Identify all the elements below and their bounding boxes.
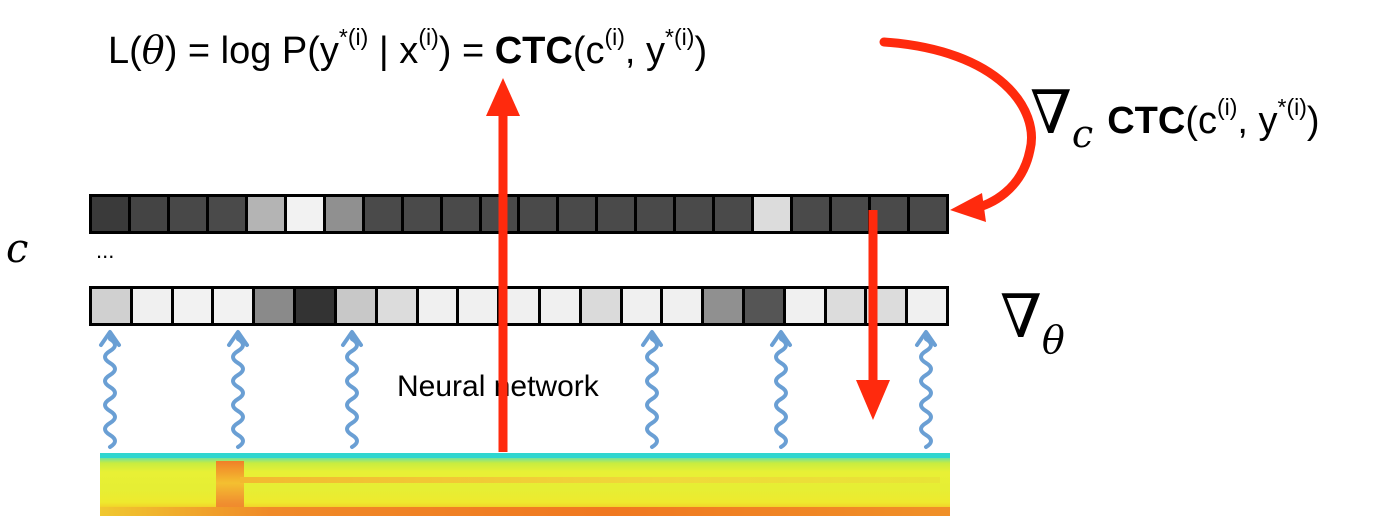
- eq-theta: θ: [141, 28, 165, 72]
- bottom-row-cell: [173, 289, 215, 323]
- top-row-cell: [208, 197, 248, 231]
- wavy-arrow-head: [227, 330, 249, 347]
- top-row-cell: [598, 197, 638, 231]
- grad-c-ctc: CTC: [1107, 100, 1186, 142]
- eq-ctc: CTC: [494, 30, 573, 72]
- eq-open: (c: [572, 30, 605, 72]
- bottom-row-cell: [622, 289, 664, 323]
- eq-sup4: *(i): [665, 24, 695, 50]
- eq-mid: ) = log P(y: [164, 30, 339, 72]
- eq-L: L(: [108, 30, 142, 72]
- wavy-arrow-head: [915, 330, 937, 347]
- top-row-cell: [520, 197, 560, 231]
- top-row-cell: [247, 197, 287, 231]
- top-row-cell: [286, 197, 326, 231]
- bottom-row-cell: [540, 289, 582, 323]
- bottom-row-cell: [745, 289, 786, 323]
- wavy-arrow-head: [341, 330, 363, 347]
- wavy-arrow: [919, 332, 933, 449]
- grad-c-sup2: *(i): [1277, 94, 1307, 120]
- bottom-row-cell: [214, 289, 256, 323]
- bottom-row-cell: [704, 289, 745, 323]
- loss-equation: L(θ) = log P(y*(i) | x(i)) = CTC(c(i), y…: [108, 26, 708, 73]
- top-row-cell: [442, 197, 482, 231]
- eq-sup2: (i): [418, 24, 439, 50]
- output-row-bottom: [89, 286, 949, 326]
- eq-sup1: *(i): [338, 24, 369, 50]
- wavy-arrow-head: [99, 330, 121, 347]
- wavy-arrow-head: [641, 330, 663, 347]
- spectro-band: [240, 477, 940, 483]
- bottom-row-cell: [296, 289, 337, 323]
- bottom-row-cell: [581, 289, 623, 323]
- network-label: Neural network: [397, 370, 599, 403]
- gradient-curve-arrow-head: [950, 193, 986, 222]
- eq-comma: , y: [624, 30, 666, 72]
- grad-theta-label: ∇θ: [1000, 282, 1065, 362]
- top-row-cell: [169, 197, 209, 231]
- nabla-theta-symbol: ∇: [1000, 282, 1042, 352]
- top-row-cell: [364, 197, 404, 231]
- top-row-cell: [910, 197, 946, 231]
- grad-c-sub: c: [1071, 112, 1094, 156]
- top-row-cell: [793, 197, 833, 231]
- bottom-row-cell: [785, 289, 827, 323]
- top-row-cell: [92, 197, 131, 231]
- forward-arrow-head: [486, 78, 520, 116]
- top-row-cell: [559, 197, 599, 231]
- grad-c-sup1: (i): [1216, 94, 1238, 120]
- eq-close: ): [694, 30, 708, 72]
- top-row-cell: [871, 197, 911, 231]
- top-row-cell: [715, 197, 755, 231]
- nabla-c-symbol: ∇: [1030, 78, 1072, 148]
- top-row-cell: [676, 197, 716, 231]
- spectro-onset: [216, 461, 244, 516]
- eq-bar: | x: [368, 30, 419, 72]
- output-row-top: [89, 194, 949, 234]
- backward-arrow-head: [856, 380, 890, 420]
- bottom-row-cell: [663, 289, 705, 323]
- bottom-row-cell: [255, 289, 297, 323]
- eq-eq2: ) =: [438, 30, 495, 72]
- bottom-row-cell: [826, 289, 868, 323]
- bottom-row-cell: [377, 289, 419, 323]
- wavy-arrow: [645, 332, 659, 449]
- grad-theta-sub: θ: [1041, 318, 1065, 362]
- bottom-row-cell: [908, 289, 947, 323]
- wavy-arrow: [345, 332, 359, 449]
- bottom-row-cell: [92, 289, 133, 323]
- spectro-stripe: [100, 453, 950, 458]
- wavy-arrow-head: [770, 330, 792, 347]
- grad-c-open: (c: [1185, 100, 1217, 142]
- top-row-cell: [325, 197, 365, 231]
- bottom-row-cell: [336, 289, 378, 323]
- ellipsis: ...: [96, 238, 115, 263]
- grad-c-label: ∇c CTC(c(i), y*(i)): [1030, 78, 1320, 156]
- grad-c-comma: , y: [1237, 100, 1278, 142]
- c-label: c: [6, 226, 29, 272]
- grad-c-close: ): [1306, 100, 1320, 142]
- bottom-row-cell: [418, 289, 460, 323]
- wavy-arrow: [774, 332, 788, 449]
- top-row-cell: [637, 197, 677, 231]
- top-row-cell: [403, 197, 443, 231]
- spectrogram: [100, 453, 950, 516]
- gradient-curve-arrow: [879, 37, 1036, 213]
- spectro-floor: [100, 507, 950, 516]
- top-row-cell: [130, 197, 170, 231]
- wavy-arrow: [103, 332, 117, 449]
- top-row-cell: [754, 197, 794, 231]
- bottom-row-cell: [132, 289, 174, 323]
- wavy-arrow: [231, 332, 245, 449]
- eq-sup3: (i): [604, 24, 625, 50]
